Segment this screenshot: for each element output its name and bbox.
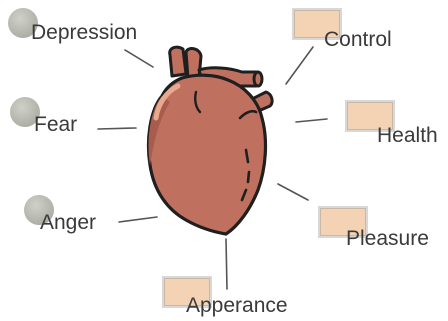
label-pleasure: Pleasure	[346, 228, 429, 249]
label-depression: Depression	[31, 22, 137, 43]
connector-anger	[119, 217, 157, 222]
connector-pleasure	[278, 184, 308, 200]
label-anger: Anger	[40, 212, 96, 233]
label-appearance: Apperance	[186, 295, 288, 316]
connector-appearance	[226, 239, 227, 289]
connector-depression	[125, 50, 153, 67]
heart-icon	[149, 47, 273, 234]
label-control: Control	[324, 29, 392, 50]
connector-fear	[98, 128, 136, 129]
connector-control	[286, 47, 313, 84]
label-fear: Fear	[34, 114, 77, 135]
connector-health	[296, 119, 327, 122]
label-health: Health	[377, 125, 438, 146]
